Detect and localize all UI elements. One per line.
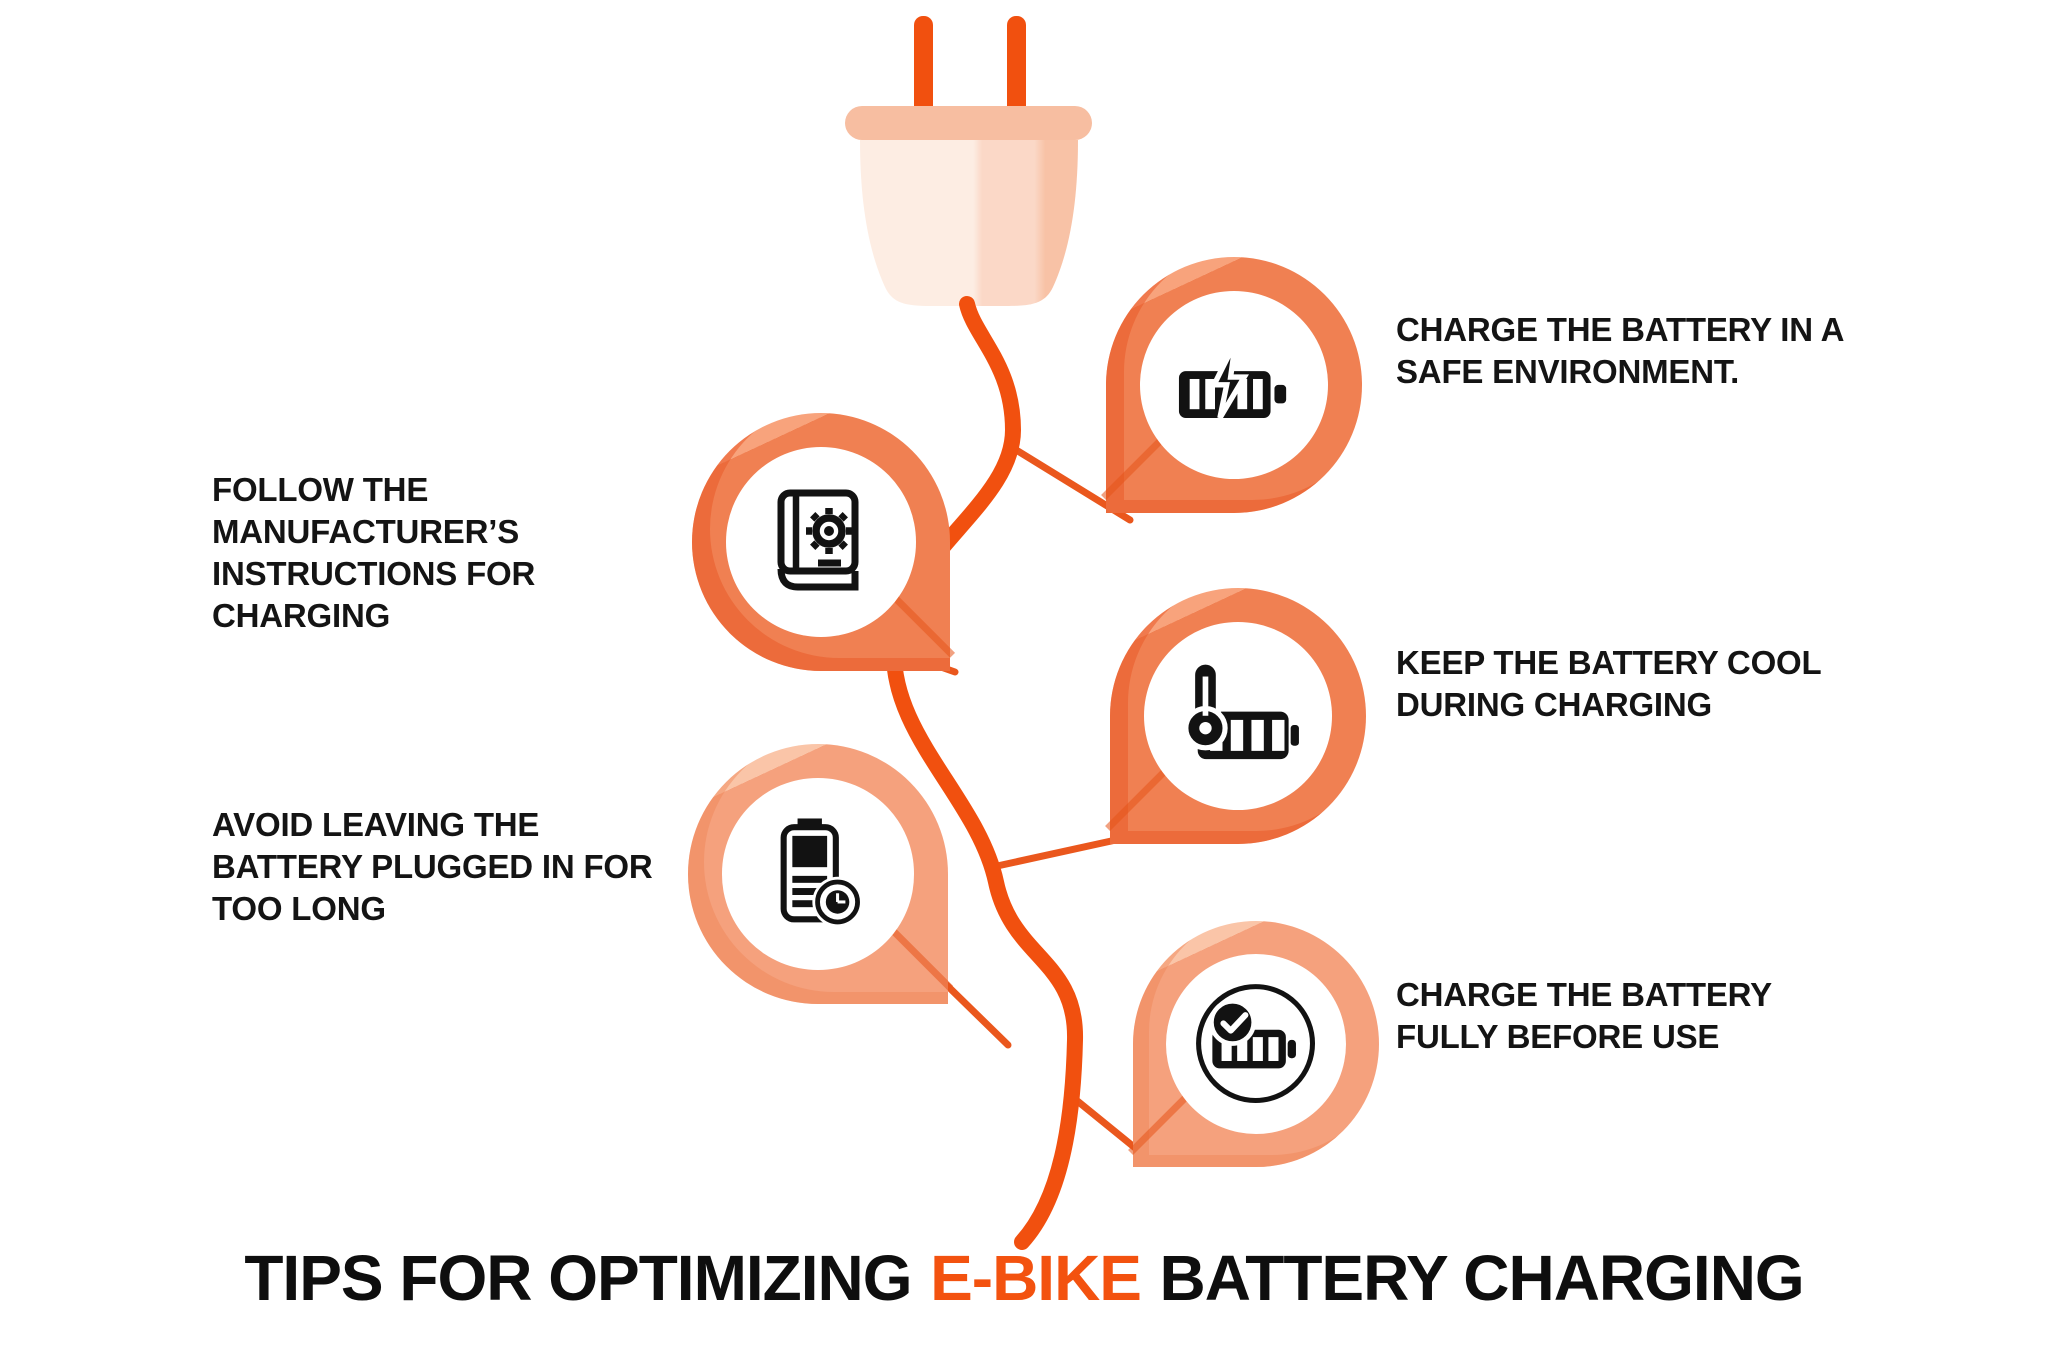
- infographic-title: TIPS FOR OPTIMIZING E-BIKE BATTERY CHARG…: [0, 1241, 2048, 1315]
- tip-label-manufacturer-instructions: FOLLOW THE MANUFACTURER’S INSTRUCTIONS F…: [212, 471, 536, 634]
- plug-body: [860, 140, 1078, 306]
- leaf-safe-environment: [1106, 257, 1362, 513]
- battery-check-icon: [1196, 984, 1315, 1103]
- title-prefix: TIPS FOR OPTIMIZING: [244, 1242, 912, 1314]
- battery-lightning-icon: [1178, 340, 1286, 420]
- tip-label-charge-fully: CHARGE THE BATTERY FULLY BEFORE USE: [1396, 976, 1772, 1055]
- leaf-manufacturer-instructions: [692, 413, 950, 671]
- leaf-keep-cool: [1110, 588, 1366, 844]
- plug-prong-left: [914, 16, 933, 116]
- leaf-safe-environment-circle: [1139, 290, 1329, 480]
- tip-label-keep-cool: KEEP THE BATTERY COOL DURING CHARGING: [1396, 644, 1822, 723]
- title-suffix: BATTERY CHARGING: [1159, 1242, 1805, 1314]
- leaf-charge-fully: [1133, 921, 1379, 1167]
- leaf-avoid-overcharge: [688, 744, 948, 1004]
- leaf-avoid-overcharge-circle: [722, 778, 914, 970]
- tip-label-avoid-overcharge: AVOID LEAVING THE BATTERY PLUGGED IN FOR…: [212, 806, 653, 927]
- leaf-charge-fully-circle: [1165, 953, 1347, 1135]
- manual-book-gear-icon: [777, 489, 859, 591]
- plant-stem: [885, 296, 1084, 1250]
- battery-timer-icon: [780, 818, 863, 928]
- plug-cap: [845, 106, 1092, 140]
- plug-prong-right: [1007, 16, 1026, 116]
- leaf-keep-cool-circle: [1143, 621, 1333, 811]
- tip-label-safe-environment: CHARGE THE BATTERY IN A SAFE ENVIRONMENT…: [1396, 311, 1845, 390]
- thermometer-battery-icon: [1183, 660, 1299, 760]
- title-highlight: E-BIKE: [930, 1242, 1142, 1314]
- leaf-manufacturer-instructions-circle: [726, 447, 916, 637]
